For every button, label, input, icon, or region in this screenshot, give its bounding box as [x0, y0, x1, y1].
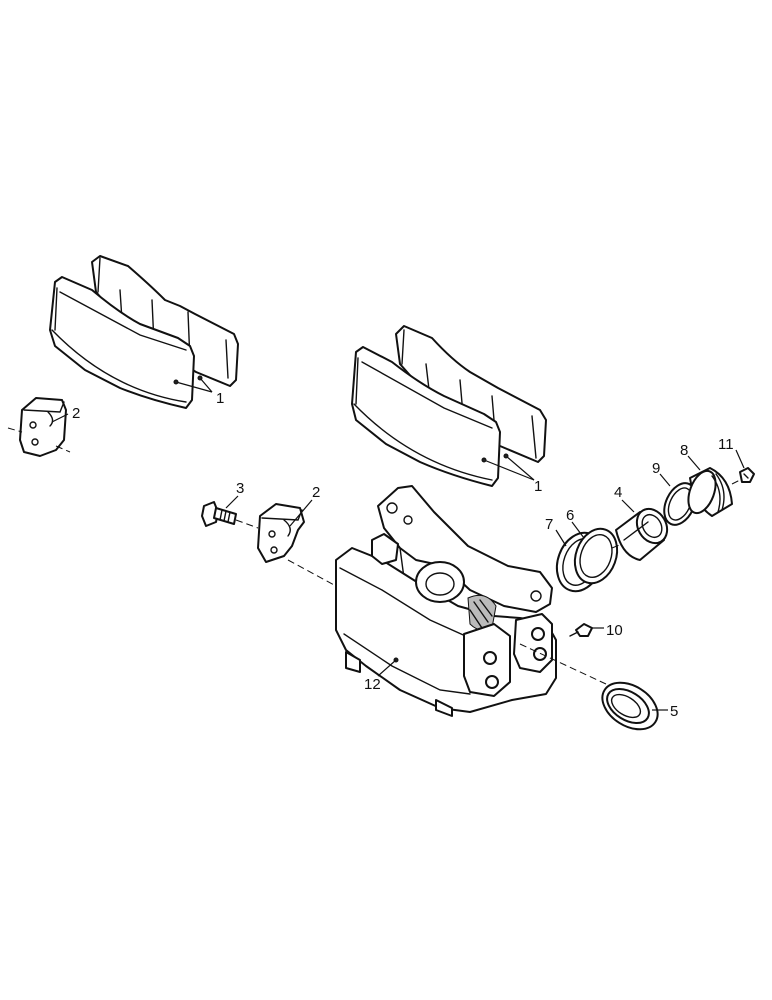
- callout-9: 9: [652, 460, 660, 477]
- callout-5: 5: [670, 703, 678, 720]
- callout-3: 3: [236, 480, 244, 497]
- callout-2-left: 2: [72, 405, 80, 422]
- dust-boot: [601, 681, 668, 731]
- callout-1-left: 1: [216, 390, 224, 407]
- caliper-body: [335, 485, 607, 717]
- piston: [615, 499, 677, 561]
- seal-rings: [555, 521, 623, 593]
- abutment-plate-left: [7, 397, 71, 457]
- callout-6: 6: [566, 507, 574, 524]
- cylinder-cap: [687, 455, 733, 517]
- callout-2-center: 2: [312, 484, 320, 501]
- bolt: [201, 495, 259, 529]
- bleeder-screw: [569, 623, 604, 637]
- callout-12: 12: [364, 676, 381, 693]
- brake-pad-pair-right: [351, 325, 547, 487]
- cap-screw: [731, 449, 755, 485]
- brake-pad-pair-left: [49, 255, 239, 409]
- callout-8: 8: [680, 442, 688, 459]
- callout-11: 11: [718, 436, 734, 453]
- callout-7: 7: [545, 516, 553, 533]
- abutment-plate-center: [257, 499, 337, 587]
- callout-10: 10: [606, 622, 623, 639]
- callout-4: 4: [614, 484, 622, 501]
- callout-1-right: 1: [534, 478, 542, 495]
